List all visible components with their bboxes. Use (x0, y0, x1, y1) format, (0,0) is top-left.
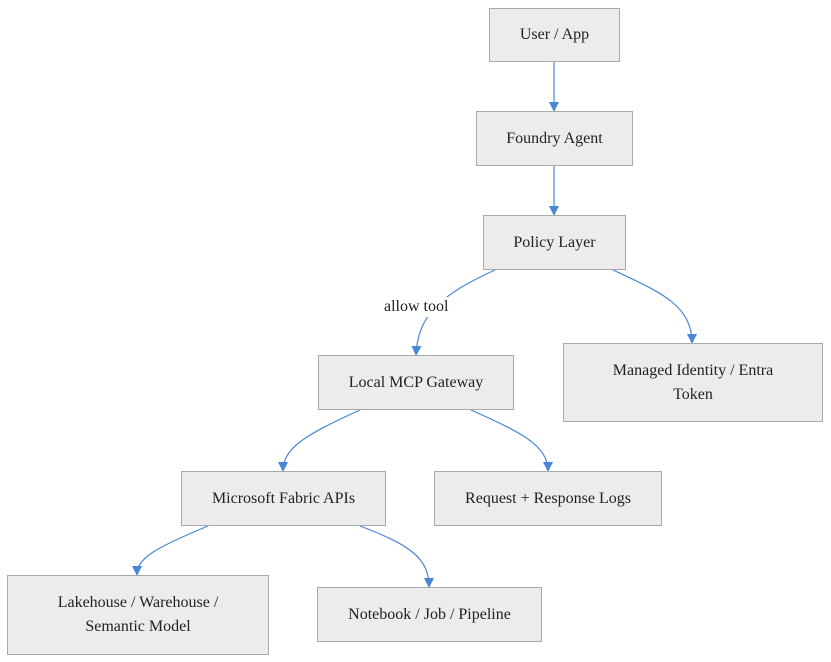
node-policy-layer: Policy Layer (483, 215, 626, 270)
node-foundry-agent: Foundry Agent (476, 111, 633, 166)
node-request-response-logs: Request + Response Logs (434, 471, 662, 526)
edge-mcp-gateway-to-fabric-apis (278, 409, 361, 472)
node-managed-identity: Managed Identity / Entra Token (563, 343, 823, 422)
node-user-app: User / App (489, 8, 620, 62)
edge-fabric-apis-to-notebook (359, 525, 434, 588)
node-microsoft-fabric-apis: Microsoft Fabric APIs (181, 471, 386, 526)
edge-mcp-gateway-to-logs (470, 409, 553, 472)
edge-fabric-apis-to-lakehouse (132, 525, 209, 576)
edge-policy-layer-to-managed-identity (612, 269, 697, 344)
node-local-mcp-gateway: Local MCP Gateway (318, 355, 514, 410)
node-lakehouse-warehouse-semantic-model: Lakehouse / Warehouse / Semantic Model (7, 575, 269, 655)
node-notebook-job-pipeline: Notebook / Job / Pipeline (317, 587, 542, 642)
edge-label-allow-tool: allow tool (382, 297, 451, 317)
